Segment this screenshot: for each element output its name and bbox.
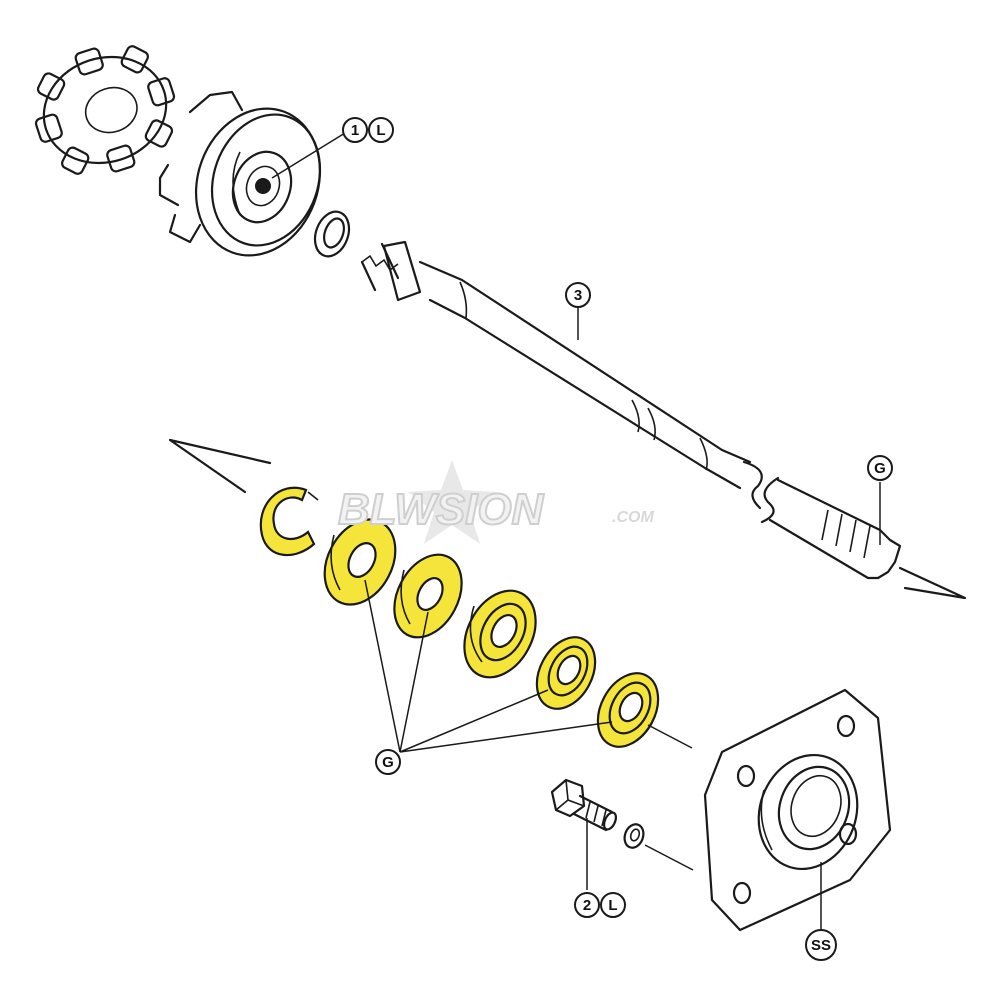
- watermark-suffix: .COM: [612, 509, 654, 526]
- watermark: BLWSION .COM: [337, 460, 654, 544]
- spacer-washer-2: [393, 553, 463, 639]
- assembly-arrow: [168, 438, 272, 494]
- callout-2-number: 2: [583, 897, 591, 914]
- callout-2-letter: L: [608, 897, 617, 914]
- drive-shaft: [360, 240, 967, 600]
- callout-1-letter: L: [376, 122, 385, 139]
- callout-G-main-letter: G: [382, 754, 394, 771]
- callout-1L: 1 L: [342, 117, 394, 143]
- leader-G-main: [364, 579, 613, 753]
- oil-seal-1: [535, 636, 597, 710]
- callout-3-number: 3: [574, 287, 582, 304]
- callout-G-main: G: [375, 749, 401, 775]
- spacer-washer-1: [323, 518, 397, 606]
- callout-1-number: 1: [351, 122, 359, 139]
- watermark-brand: BLWSION: [338, 485, 545, 534]
- callout-G-top-letter: G: [874, 460, 886, 477]
- coupler-flange: [158, 90, 322, 257]
- callout-2L: 2 L: [574, 892, 626, 918]
- hex-bolt: [550, 778, 618, 832]
- callout-G-top: G: [867, 455, 893, 481]
- callout-SS-letters: SS: [811, 937, 831, 954]
- callout-SS: SS: [805, 929, 837, 961]
- oil-seal-2: [596, 672, 660, 748]
- rubber-coupler: [34, 45, 176, 175]
- bolt-washer: [623, 823, 645, 849]
- leader-1L: [271, 132, 346, 179]
- callout-3: 3: [565, 282, 591, 308]
- ball-bearing: [463, 589, 537, 679]
- circlip: [259, 486, 319, 557]
- bearing-housing: [703, 688, 892, 932]
- flat-washer: [313, 210, 351, 258]
